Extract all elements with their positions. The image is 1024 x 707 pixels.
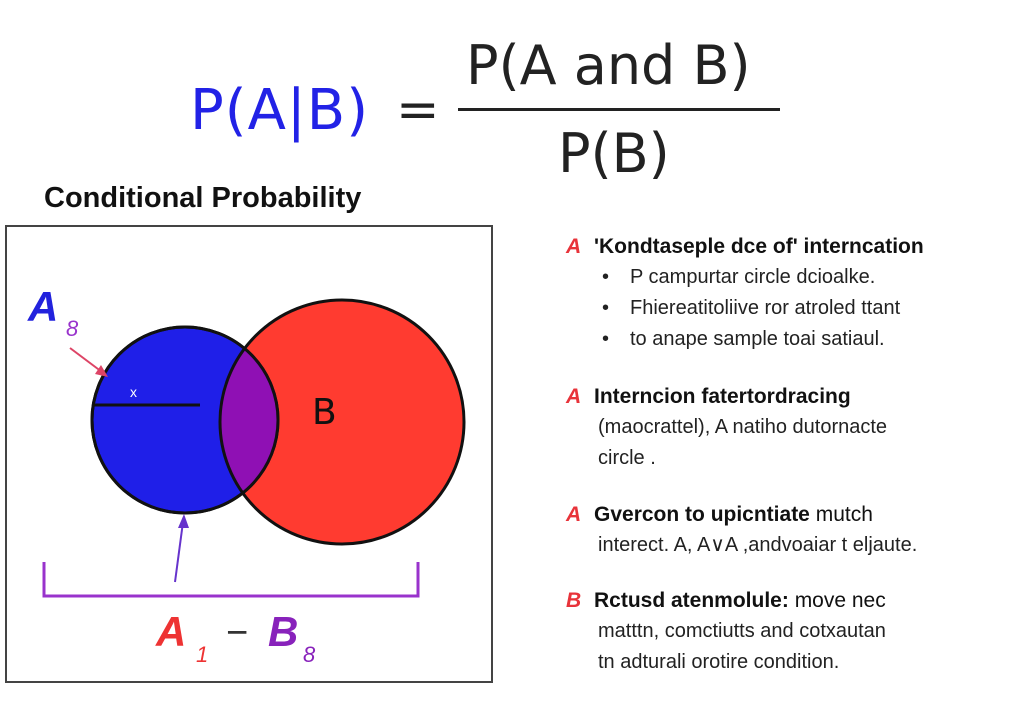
note-2-letter: A <box>566 385 582 408</box>
intersection-region <box>218 327 278 513</box>
note-4-letter: B <box>566 589 582 612</box>
note-1-bullet-2: Fhiereatitoliive ror atroled ttant <box>602 293 1016 324</box>
formula-numerator: P(A and B) <box>466 34 751 97</box>
note-3-heading: A Gvercon to upicntiate mutch <box>566 500 1016 530</box>
note-4-body-line-1: matttn, comctiutts and cotxautan <box>598 620 886 642</box>
venn-diagram-frame <box>5 225 493 683</box>
circle-a-outline <box>90 325 280 515</box>
bottom-label-b-subscript: 8 <box>303 642 316 667</box>
note-3-title-rest: mutch <box>809 503 873 526</box>
bottom-label-minus: − <box>226 612 249 654</box>
note-2-body-line-1: (maocrattel), A natiho dutornacte <box>598 416 888 438</box>
note-1-bullet-1: P campurtar circle dcioalke. <box>602 262 1016 293</box>
arrow-top-head <box>95 365 108 377</box>
formula-denominator: P(B) <box>558 122 670 185</box>
bottom-label-a-subscript: 1 <box>196 642 209 667</box>
note-2-heading: A Interncion fatertordracing <box>566 382 1016 412</box>
note-4: B Rctusd atenmolule: move nec matttn, com… <box>566 586 1016 678</box>
note-3-body-line-1: interect. A, A∨A ,andvoaiar t eljaute. <box>598 534 918 556</box>
note-3-letter: A <box>566 503 582 526</box>
note-4-heading: B Rctusd atenmolule: move nec <box>566 586 1016 616</box>
bottom-label-b: B <box>268 608 299 655</box>
note-2: A Interncion fatertordracing (maocrattel)… <box>566 382 1016 474</box>
label-b: B <box>312 392 337 433</box>
bottom-label-a: A <box>156 608 187 655</box>
formula-equals: = <box>396 80 440 140</box>
note-4-title-rest: move nec <box>788 589 886 612</box>
note-3: A Gvercon to upicntiate mutch interect. A… <box>566 500 1016 561</box>
arrow-top-line <box>69 347 103 373</box>
note-1: A 'Kondtaseple dce of' interncation P cam… <box>566 232 1016 355</box>
bottom-bracket <box>42 562 420 598</box>
note-1-bullet-3: to anape sample toai satiaul. <box>602 324 1016 355</box>
label-inner-mark: x <box>130 384 137 400</box>
label-a-top-subscript: 8 <box>66 316 79 341</box>
note-1-heading: A 'Kondtaseple dce of' interncation <box>566 232 1016 262</box>
note-2-body-line-2: circle . <box>598 447 656 469</box>
note-1-title: 'Kondtaseple dce of' interncation <box>594 235 924 258</box>
section-title: Conditional Probability <box>44 182 362 214</box>
arrow-bottom-head <box>178 514 189 528</box>
label-a-top: A <box>28 283 59 330</box>
note-1-bullets: P campurtar circle dcioalke. Fhiereatito… <box>566 262 1016 355</box>
fraction-bar <box>458 108 780 111</box>
note-3-title: Gvercon to upicntiate <box>594 503 810 526</box>
arrow-bottom-line <box>174 521 184 583</box>
note-1-letter: A <box>566 235 582 258</box>
note-4-title: Rctusd atenmolule: <box>594 589 789 612</box>
formula-lhs: P(A|B) <box>190 78 370 143</box>
note-4-body-line-2: tn adturali orotire condition. <box>598 651 840 673</box>
note-2-title: Interncion fatertordracing <box>594 385 851 408</box>
